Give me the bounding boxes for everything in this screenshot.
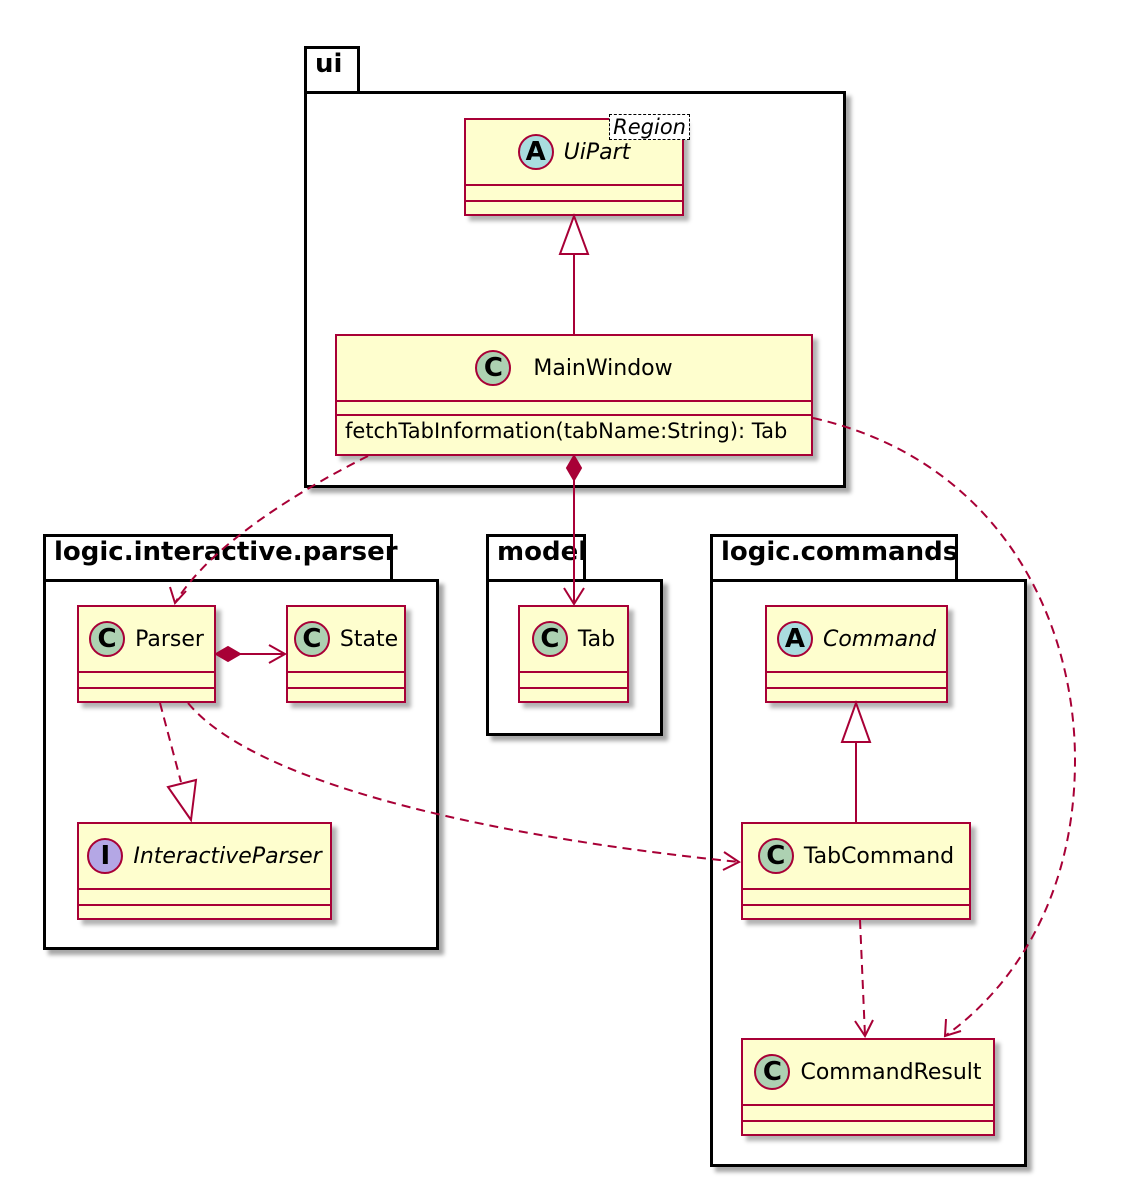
composition-diamond <box>214 645 242 663</box>
abstract-class-icon: A <box>517 134 554 170</box>
class-commandresult: C CommandResult <box>741 1038 995 1136</box>
class-icon: C <box>89 621 126 657</box>
package-parser-tab: logic.interactive.parser <box>43 534 398 580</box>
package-model-tab: model <box>486 534 588 580</box>
class-interactiveparser-name: InteractiveParser <box>133 843 322 869</box>
class-tabcommand: C TabCommand <box>741 822 971 920</box>
class-icon: C <box>475 350 512 386</box>
class-state: C State <box>286 605 406 703</box>
package-parser-label: logic.interactive.parser <box>54 537 398 567</box>
package-commands-tab: logic.commands <box>710 534 958 580</box>
class-icon: C <box>531 621 568 657</box>
generic-parameter: Region <box>609 114 690 140</box>
class-mainwindow-name: MainWindow <box>533 355 673 381</box>
class-state-name: State <box>339 626 399 652</box>
class-icon: C <box>757 838 794 874</box>
inheritance-arrowhead <box>558 213 590 255</box>
method-fetch-tab-information: fetchTabInformation(tabName:String): Tab <box>337 414 811 446</box>
edge-parser-implements-interactiveparser <box>159 702 182 783</box>
class-command-name: Command <box>822 626 937 652</box>
class-parser: C Parser <box>77 605 216 703</box>
class-icon: C <box>754 1054 791 1090</box>
interface-icon: I <box>87 838 124 874</box>
class-uipart: A UiPart Region <box>464 114 690 216</box>
arrowhead <box>722 851 741 871</box>
class-uipart-name: UiPart <box>563 139 631 165</box>
edge-tabcommand-uses-commandresult <box>859 919 866 1037</box>
class-commandresult-name: CommandResult <box>800 1059 982 1085</box>
package-commands-label: logic.commands <box>721 537 959 567</box>
inheritance-arrowhead <box>840 700 872 743</box>
arrowhead <box>943 1018 962 1038</box>
class-parser-name: Parser <box>135 626 204 652</box>
realization-arrowhead <box>166 778 198 823</box>
package-model-label: model <box>497 537 588 567</box>
class-icon: C <box>293 621 330 657</box>
edge-mainwindow-uses-parser <box>174 455 369 604</box>
package-ui-tab: ui <box>304 46 360 92</box>
edge-mainwindow-uses-commandresult <box>812 417 1077 1037</box>
abstract-class-icon: A <box>776 621 813 657</box>
arrowhead <box>169 586 187 605</box>
class-interactiveparser: I InteractiveParser <box>77 822 332 920</box>
arrowhead <box>268 644 288 664</box>
arrowhead <box>563 587 585 606</box>
composition-diamond <box>565 454 583 482</box>
class-tabcommand-name: TabCommand <box>803 843 955 869</box>
class-mainwindow: C MainWindow fetchTabInformation(tabName… <box>335 334 813 456</box>
class-tab-name: Tab <box>577 626 616 652</box>
class-tab: C Tab <box>518 605 629 703</box>
package-ui-label: ui <box>315 49 343 79</box>
edge-parser-uses-tabcommand <box>187 702 740 863</box>
arrowhead <box>854 1019 874 1038</box>
